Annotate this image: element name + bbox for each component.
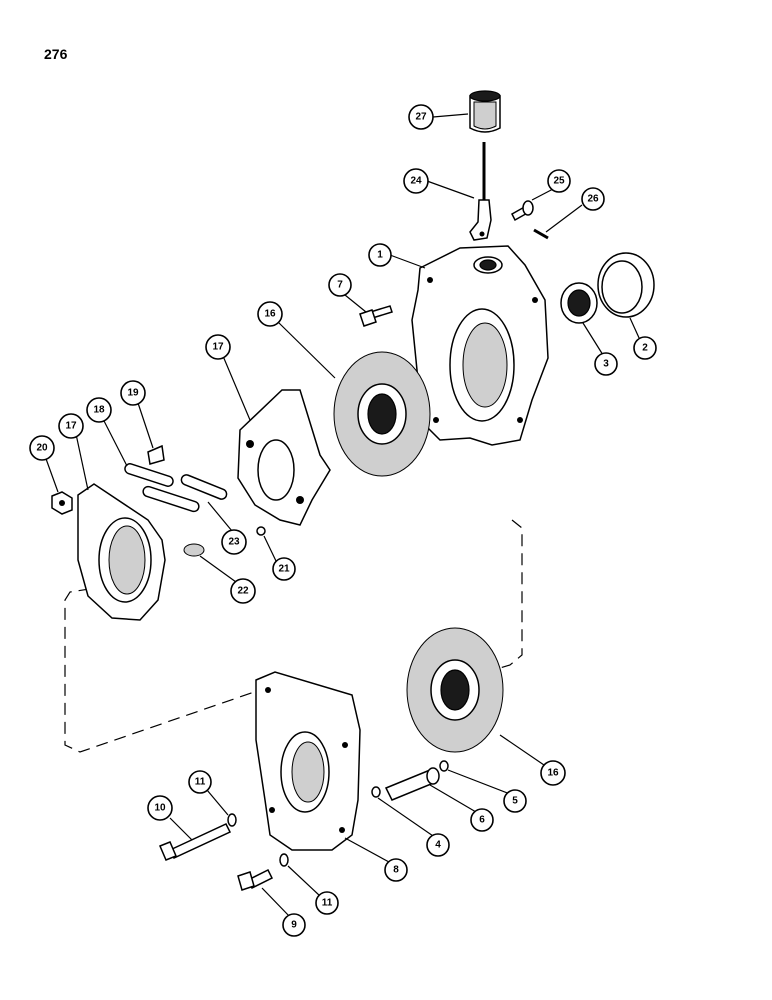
callout: 23 bbox=[221, 529, 247, 555]
part-17-actuator-plate-upper bbox=[237, 389, 331, 526]
part-25-pin bbox=[511, 200, 534, 222]
callout-label: 5 bbox=[512, 796, 518, 807]
callout-label: 23 bbox=[228, 537, 240, 548]
callout: 18 bbox=[86, 397, 112, 423]
part-5-o-ring bbox=[439, 760, 449, 772]
callout: 11 bbox=[315, 891, 339, 915]
callout-label: 8 bbox=[393, 865, 399, 876]
callout: 3 bbox=[594, 352, 618, 376]
part-3-seal bbox=[560, 282, 598, 324]
part-8-cover-plate bbox=[255, 671, 361, 851]
callout: 26 bbox=[581, 187, 605, 211]
callout: 19 bbox=[120, 380, 146, 406]
callout-label: 22 bbox=[237, 586, 249, 597]
callout-label: 11 bbox=[322, 898, 333, 909]
callout-label: 6 bbox=[479, 815, 485, 826]
callout-label: 10 bbox=[154, 803, 166, 814]
part-23-links bbox=[142, 474, 228, 513]
callout-label: 17 bbox=[212, 342, 224, 353]
part-2-ring bbox=[597, 252, 655, 318]
callout: 8 bbox=[384, 858, 408, 882]
part-19-stud bbox=[147, 444, 165, 465]
callout-label: 2 bbox=[642, 343, 648, 354]
callout: 6 bbox=[470, 808, 494, 832]
callout-label: 18 bbox=[93, 405, 105, 416]
part-7-bolt bbox=[359, 305, 393, 327]
callout-label: 24 bbox=[410, 176, 422, 187]
callout: 17 bbox=[205, 334, 231, 360]
part-17-actuator-plate-lower bbox=[77, 483, 166, 621]
callout: 4 bbox=[426, 833, 450, 857]
part-10-bolt bbox=[159, 823, 232, 861]
callout-label: 7 bbox=[337, 280, 343, 291]
callout-label: 27 bbox=[415, 112, 427, 123]
part-1-housing bbox=[411, 245, 549, 446]
callout: 5 bbox=[503, 789, 527, 813]
callout-label: 16 bbox=[264, 309, 276, 320]
part-16-brake-disc-lower bbox=[406, 627, 504, 753]
callout-label: 20 bbox=[36, 443, 48, 454]
part-22-adjuster bbox=[183, 543, 205, 557]
callout: 9 bbox=[282, 913, 306, 937]
callout: 16 bbox=[257, 301, 283, 327]
part-20-nut bbox=[51, 491, 73, 515]
assembly-dashed-line bbox=[64, 519, 523, 753]
callout-label: 9 bbox=[291, 920, 297, 931]
callout: 22 bbox=[230, 578, 256, 604]
callout-label: 25 bbox=[553, 176, 565, 187]
callout-label: 1 bbox=[377, 250, 383, 261]
part-26-cotter-pin bbox=[533, 228, 549, 240]
callout: 17 bbox=[58, 413, 84, 439]
callout-label: 21 bbox=[278, 564, 290, 575]
callout-label: 26 bbox=[587, 194, 599, 205]
callout-label: 19 bbox=[127, 388, 139, 399]
callout-label: 11 bbox=[195, 777, 206, 788]
callout: 27 bbox=[408, 104, 434, 130]
callout: 20 bbox=[29, 435, 55, 461]
leader-lines bbox=[44, 113, 641, 919]
part-4-o-ring bbox=[371, 786, 381, 798]
part-18-link bbox=[124, 463, 174, 487]
callout: 2 bbox=[633, 336, 657, 360]
callout-label: 17 bbox=[65, 421, 77, 432]
callout: 21 bbox=[272, 557, 296, 581]
part-27-bushing bbox=[469, 90, 501, 133]
part-21-ball bbox=[256, 526, 266, 536]
part-6-shaft bbox=[384, 767, 440, 801]
part-16-brake-disc-upper bbox=[333, 351, 431, 477]
part-11-washer-upper bbox=[227, 813, 237, 827]
part-24-rod bbox=[469, 142, 492, 241]
callout: 24 bbox=[403, 168, 429, 194]
callout: 11 bbox=[188, 770, 212, 794]
callout-label: 3 bbox=[603, 359, 609, 370]
callout: 25 bbox=[547, 169, 571, 193]
page-number: 276 bbox=[44, 46, 68, 62]
callout: 7 bbox=[328, 273, 352, 297]
part-9-bolt bbox=[237, 868, 274, 891]
callout-label: 16 bbox=[547, 768, 559, 779]
callout: 1 bbox=[368, 243, 392, 267]
callout-label: 4 bbox=[435, 840, 441, 851]
part-11-washer-lower bbox=[279, 853, 289, 867]
callout: 10 bbox=[147, 795, 173, 821]
callout: 16 bbox=[540, 760, 566, 786]
